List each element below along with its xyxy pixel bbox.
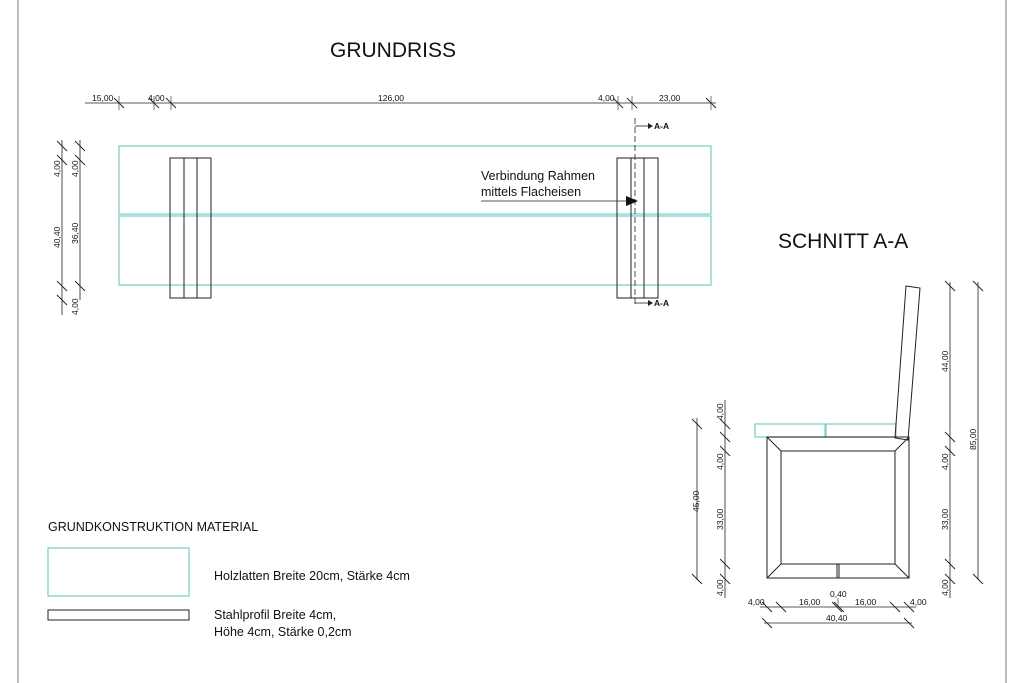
note-line-2: mittels Flacheisen: [481, 185, 581, 199]
dim-top-2: 4,00: [148, 93, 165, 103]
section-dim-left-outer: 45,00: [691, 490, 701, 512]
section-dim-bottom-4: 4,00: [910, 597, 927, 607]
legend-wood-label: Holzlatten Breite 20cm, Stärke 4cm: [214, 569, 410, 583]
section-dim-left-4: 4,00: [715, 579, 725, 596]
section-mark-top: A-A: [654, 121, 669, 131]
section-dim-bottom-1: 4,00: [748, 597, 765, 607]
section-steel-frame: [766, 436, 910, 579]
plan-title: GRUNDRISS: [330, 39, 456, 62]
dim-left-outer-3: 4,00: [70, 298, 80, 315]
dim-left-outer-1: 4,00: [52, 160, 62, 177]
dim-top-3: 126,00: [378, 93, 404, 103]
dim-left-inner-1: 4,00: [70, 160, 80, 177]
plan-left-dimension-chain: 4,00 40,40 4,00 4,00 36,40: [52, 140, 86, 315]
section-dim-left-3: 33,00: [715, 508, 725, 530]
section-dim-right-outer: 85,00: [968, 428, 978, 450]
section-bottom-dimensions: 4,00 16,00 16,00 4,00 0,40 40,40: [748, 589, 927, 629]
section-dim-bottom-2: 16,00: [799, 597, 821, 607]
dim-left-inner-2: 36,40: [70, 222, 80, 244]
section-dim-right-1: 44,00: [940, 350, 950, 372]
section-dim-right-2: 4,00: [940, 453, 950, 470]
section-cut-marker: A-A A-A: [634, 118, 669, 308]
section-dim-left-2: 4,00: [715, 453, 725, 470]
note-arrow-icon: [626, 196, 638, 206]
legend-wood-swatch: [47, 547, 190, 597]
dim-top-4: 4,00: [598, 93, 615, 103]
section-dim-bottom-3: 16,00: [855, 597, 877, 607]
material-legend: GRUNDKONSTRUKTION MATERIAL Holzlatten Br…: [47, 520, 410, 639]
section-dim-center: 0,40: [830, 589, 847, 599]
section-seat-slats: [754, 423, 897, 438]
plan-top-dimension-chain: 15,00 4,00 126,00 4,00 23,00: [85, 93, 717, 110]
section-backrest: [894, 285, 921, 441]
plan-slat-top: [118, 145, 712, 215]
legend-steel-swatch: [47, 609, 190, 621]
section-dim-left-1: 4,00: [715, 403, 725, 420]
note-line-1: Verbindung Rahmen: [481, 169, 595, 183]
plan-steel-frame-right: [616, 157, 659, 299]
plan-wood-slats: [118, 145, 712, 286]
section-dim-right-3: 33,00: [940, 508, 950, 530]
legend-steel-label-1: Stahlprofil Breite 4cm,: [214, 608, 336, 622]
section-title: SCHNITT A-A: [778, 230, 908, 253]
connection-note: Verbindung Rahmen mittels Flacheisen: [481, 169, 638, 206]
legend-title: GRUNDKONSTRUKTION MATERIAL: [48, 520, 258, 534]
dim-top-1: 15,00: [92, 93, 114, 103]
section-dim-right-4: 4,00: [940, 579, 950, 596]
section-dim-total: 40,40: [826, 613, 848, 623]
section-mark-bottom: A-A: [654, 298, 669, 308]
dim-left-outer-2: 40,40: [52, 226, 62, 248]
dim-top-5: 23,00: [659, 93, 681, 103]
section-left-dimensions: 45,00 4,00 4,00 33,00 4,00: [691, 400, 731, 598]
section-right-dimensions: 44,00 4,00 33,00 4,00 85,00: [940, 280, 984, 598]
plan-steel-frame-left: [169, 157, 212, 299]
legend-steel-label-2: Höhe 4cm, Stärke 0,2cm: [214, 625, 352, 639]
plan-slat-bottom: [118, 215, 712, 286]
